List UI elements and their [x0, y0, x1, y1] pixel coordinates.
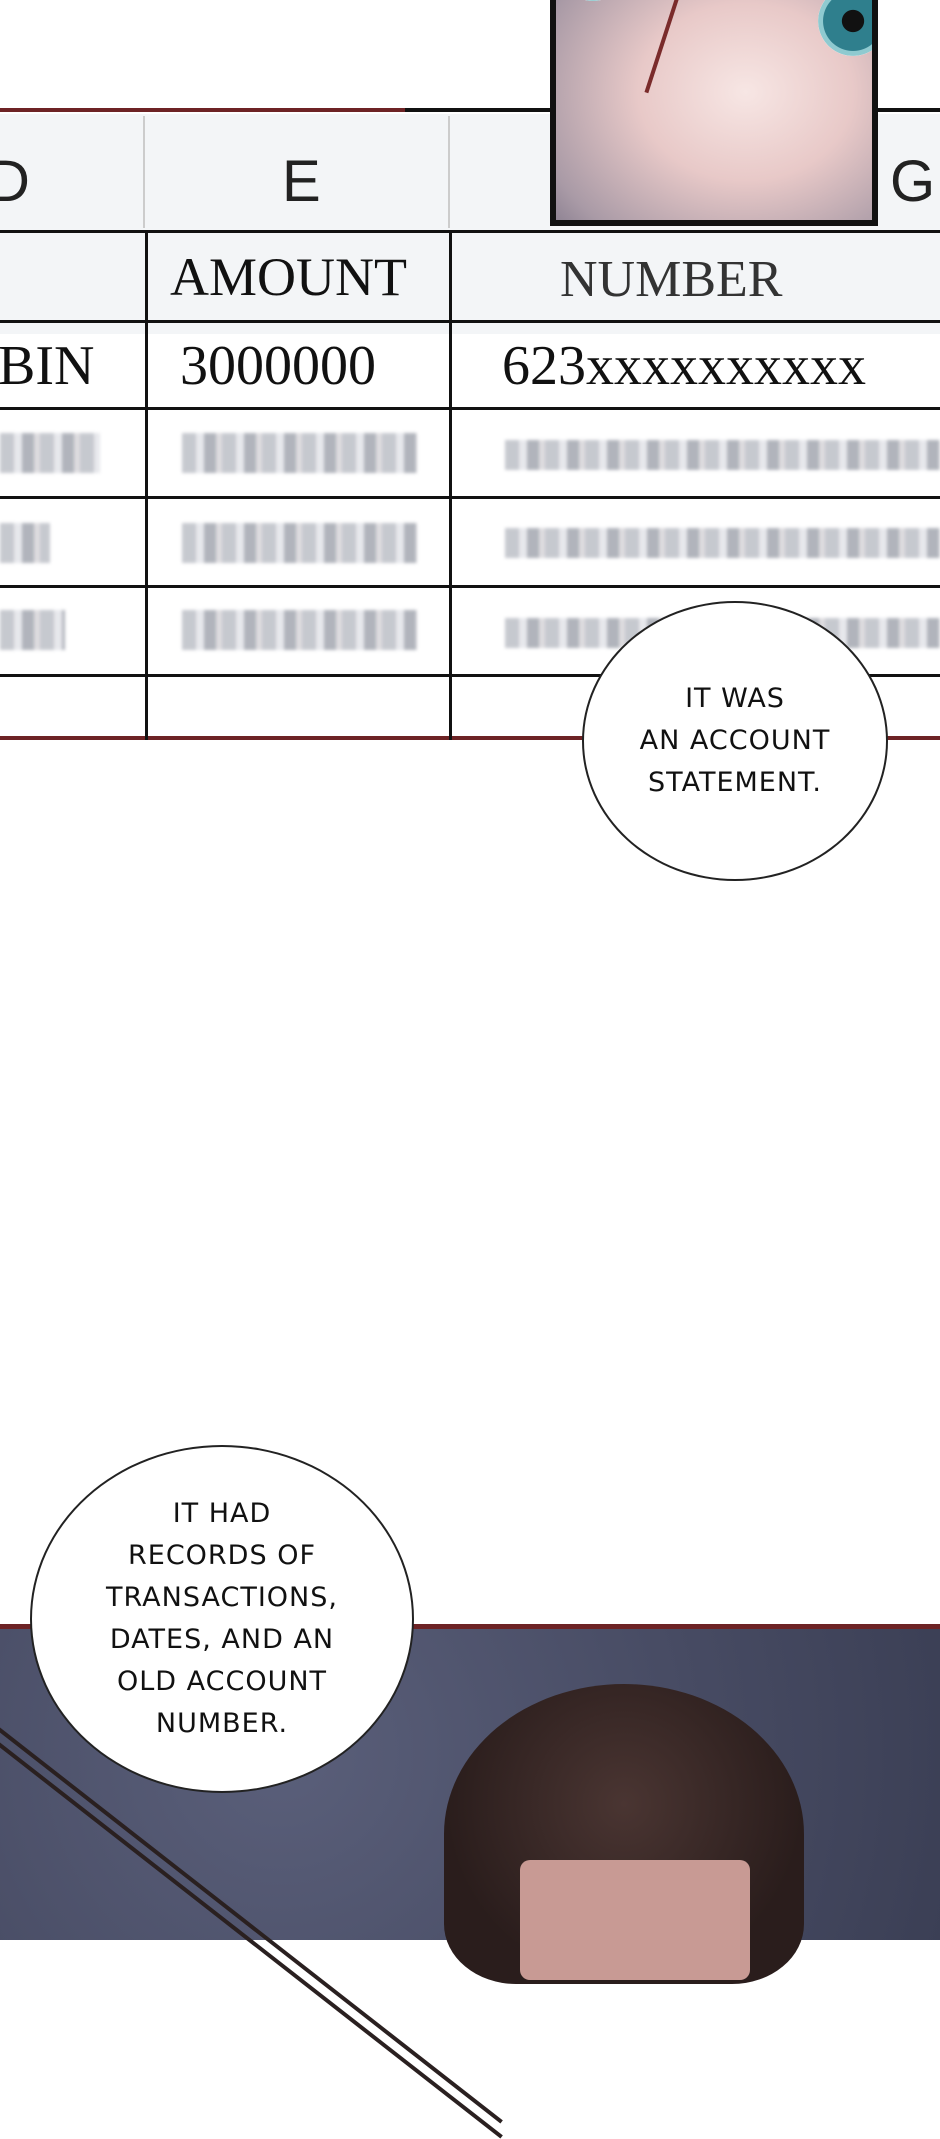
eyes-closeup-panel [550, 0, 878, 226]
speech-bubble-records: IT HAD RECORDS OF TRANSACTIONS, DATES, A… [30, 1445, 414, 1793]
bubble-line: RECORDS OF [128, 1540, 316, 1571]
row-divider [0, 585, 940, 588]
row-divider [0, 320, 940, 323]
table-bottom-border [0, 736, 940, 740]
row-divider [0, 674, 940, 677]
bubble-line: AN ACCOUNT [639, 725, 831, 756]
bubble-line: IT HAD [172, 1498, 272, 1529]
character-face [520, 1860, 750, 1980]
column-header-d: D [0, 149, 30, 214]
blurred-cell [182, 433, 417, 473]
eye-right [818, 0, 872, 56]
bubble-line: OLD ACCOUNT [116, 1666, 328, 1697]
column-divider [145, 230, 148, 740]
row-divider [0, 496, 940, 499]
column-divider [143, 116, 145, 228]
name-cell: BIN [0, 335, 95, 397]
bubble-line: STATEMENT. [648, 767, 822, 798]
amount-cell: 3000000 [180, 335, 376, 397]
table-top-border [0, 108, 940, 112]
blurred-cell [0, 523, 50, 563]
blurred-cell [505, 440, 940, 470]
number-header: NUMBER [560, 251, 783, 308]
column-header-e: E [282, 149, 321, 214]
bubble-line: DATES, AND AN [109, 1624, 335, 1655]
column-divider [448, 116, 450, 228]
face-line [644, 0, 692, 94]
blurred-cell [182, 523, 417, 563]
bubble-line: NUMBER. [155, 1708, 289, 1739]
bubble-line: IT WAS [685, 683, 785, 714]
bubble-line: TRANSACTIONS, [106, 1582, 338, 1613]
blurred-cell [0, 433, 100, 473]
eye-left [558, 0, 628, 1]
column-divider [449, 230, 452, 740]
column-header-g: G [890, 149, 936, 214]
blurred-cell [182, 610, 417, 650]
speech-bubble-statement: IT WAS AN ACCOUNT STATEMENT. [582, 601, 888, 881]
row-divider [0, 230, 940, 233]
blurred-cell [505, 528, 940, 558]
amount-header: AMOUNT [170, 247, 407, 307]
blurred-cell [0, 610, 65, 650]
row-divider [0, 407, 940, 410]
account-cell: 623xxxxxxxxxx [502, 335, 866, 397]
